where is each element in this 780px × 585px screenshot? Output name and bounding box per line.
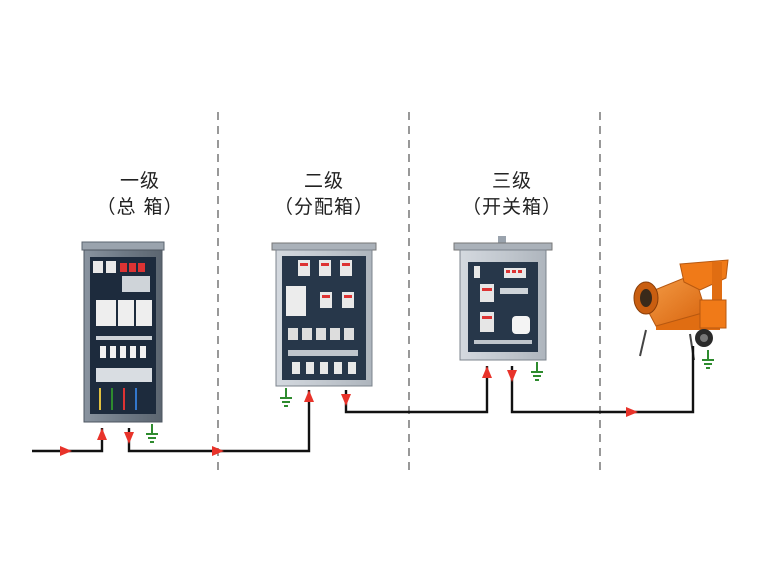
- flow-arrows: [60, 366, 638, 456]
- level-3-label: 三级 （开关箱）: [452, 168, 572, 220]
- sub-distribution-box: [271, 242, 377, 387]
- level-3-title: 三级: [491, 170, 532, 192]
- ground-symbol-icon: [280, 388, 292, 407]
- level-1-label: 一级 （总 箱）: [80, 168, 200, 220]
- concrete-mixer: [633, 259, 729, 361]
- flow-arrow-icon: [507, 370, 517, 382]
- ground-symbol-icon: [146, 424, 158, 443]
- flow-arrow-icon: [97, 428, 107, 440]
- main-distribution-cabinet: [81, 241, 165, 423]
- flow-arrow-icon: [124, 432, 134, 444]
- ground-symbol-icon: [702, 350, 714, 369]
- level-2-title: 二级: [303, 170, 344, 192]
- level-3-subtitle: （开关箱）: [461, 196, 562, 218]
- flow-arrow-icon: [60, 446, 72, 456]
- level-2-label: 二级 （分配箱）: [264, 168, 384, 220]
- level-2-subtitle: （分配箱）: [273, 196, 374, 218]
- flow-arrow-icon: [626, 407, 638, 417]
- ground-symbols: [146, 350, 714, 443]
- ground-symbol-icon: [531, 362, 543, 381]
- flow-arrow-icon: [482, 366, 492, 378]
- level-1-subtitle: （总 箱）: [96, 196, 184, 218]
- flow-arrow-icon: [304, 390, 314, 402]
- switch-box: [453, 236, 553, 361]
- level-1-title: 一级: [119, 170, 160, 192]
- flow-arrow-icon: [341, 394, 351, 406]
- flow-arrow-icon: [212, 446, 224, 456]
